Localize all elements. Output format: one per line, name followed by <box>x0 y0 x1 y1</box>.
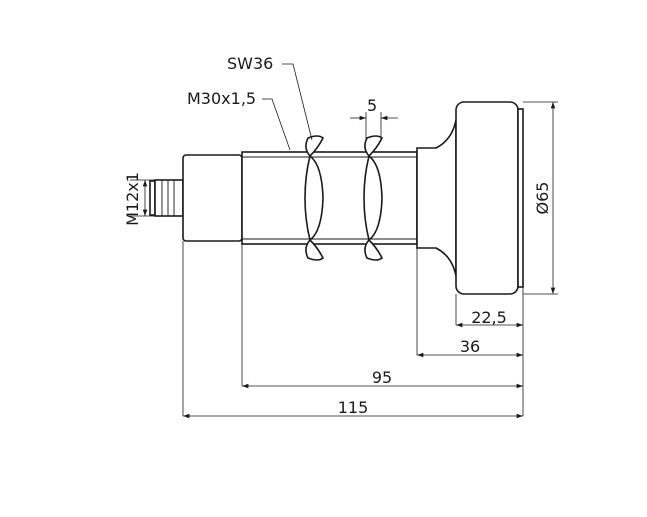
connector-body <box>154 179 184 217</box>
dimension-lines <box>142 102 556 419</box>
label-m30: M30x1,5 <box>187 89 256 108</box>
rear-housing <box>182 154 243 242</box>
leader-lines <box>262 63 313 151</box>
label-115: 115 <box>338 398 369 417</box>
nut-right <box>363 135 384 261</box>
front-collar <box>416 119 457 277</box>
label-sw36: SW36 <box>227 54 273 73</box>
label-36: 36 <box>460 337 480 356</box>
extension-lines <box>130 101 558 416</box>
label-diameter: Ø65 <box>533 182 552 215</box>
thread-body <box>241 151 418 245</box>
threaded-barrel <box>241 151 418 245</box>
label-95: 95 <box>372 368 392 387</box>
label-22-5: 22,5 <box>471 308 507 327</box>
sw36-leader <box>282 63 313 141</box>
nut-left <box>304 135 325 261</box>
m30-leader <box>262 98 291 151</box>
label-m12: M12x1 <box>123 172 142 226</box>
m12-connector <box>149 179 184 217</box>
label-nut-width: 5 <box>367 96 377 115</box>
sensor-head <box>455 101 524 295</box>
